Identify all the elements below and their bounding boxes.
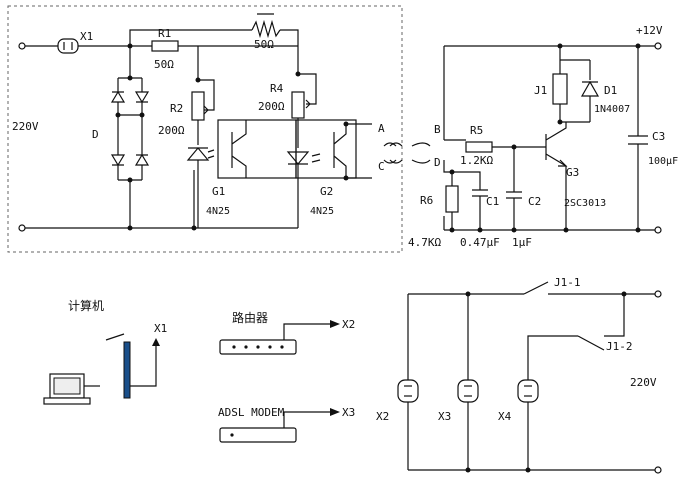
label-r2-value: 200Ω bbox=[158, 124, 185, 137]
label-c1: C1 bbox=[486, 195, 499, 208]
label-220v-left: 220V bbox=[12, 120, 39, 133]
label-x1-bottom: X1 bbox=[154, 322, 167, 335]
label-r5-value: 1.2KΩ bbox=[460, 154, 493, 167]
optocoupler-g1 bbox=[217, 119, 297, 179]
label-c: C bbox=[378, 160, 385, 173]
fuse-x1 bbox=[57, 38, 79, 54]
label-x2: X2 bbox=[376, 410, 389, 423]
label-g1-part: 4N25 bbox=[206, 206, 230, 217]
bridge-rectifier-d bbox=[110, 46, 150, 228]
adsl-modem-icon bbox=[219, 408, 340, 443]
label-r2: R2 bbox=[170, 102, 183, 115]
resistor-top-50ohm bbox=[251, 13, 281, 39]
label-j1: J1 bbox=[534, 84, 547, 97]
label-g1: G1 bbox=[212, 185, 225, 198]
potentiometer-r2 bbox=[191, 91, 205, 121]
diode-d1 bbox=[580, 80, 600, 97]
router-icon bbox=[219, 320, 340, 355]
label-x1: X1 bbox=[80, 30, 93, 43]
resistor-r5 bbox=[465, 141, 493, 153]
socket-x3 bbox=[457, 379, 479, 403]
label-r6: R6 bbox=[420, 194, 433, 207]
label-x2-out: X2 bbox=[342, 318, 355, 331]
label-d: D bbox=[92, 128, 99, 141]
computer-icon bbox=[43, 373, 100, 405]
relay-coil-j1 bbox=[552, 73, 568, 105]
label-x3: X3 bbox=[438, 410, 451, 423]
label-router: 路由器 bbox=[232, 310, 268, 325]
isolation-box bbox=[7, 5, 403, 253]
label-g2-part: 4N25 bbox=[310, 206, 334, 217]
socket-x4 bbox=[517, 379, 539, 403]
label-computer: 计算机 bbox=[68, 298, 104, 313]
label-adsl: ADSL MODEM bbox=[218, 406, 285, 419]
label-r1: R1 bbox=[158, 27, 171, 40]
label-g2: G2 bbox=[320, 185, 333, 198]
optocoupler-g2 bbox=[295, 119, 357, 179]
label-r4: R4 bbox=[270, 82, 284, 95]
label-d1: D1 bbox=[604, 84, 617, 97]
label-c3-value: 100μF bbox=[648, 156, 678, 167]
label-c2: C2 bbox=[528, 195, 541, 208]
label-r5: R5 bbox=[470, 124, 483, 137]
label-b: B bbox=[434, 123, 441, 136]
input-terminal-top bbox=[18, 42, 26, 50]
label-dd: D bbox=[434, 156, 441, 169]
label-a: A bbox=[378, 122, 385, 135]
label-vcc: +12V bbox=[636, 24, 663, 37]
label-r6-value: 4.7KΩ bbox=[408, 236, 441, 249]
socket-x2 bbox=[397, 379, 419, 403]
label-d1-part: 1N4007 bbox=[594, 104, 630, 115]
label-x4: X4 bbox=[498, 410, 512, 423]
label-220v-right: 220V bbox=[630, 376, 657, 389]
transistor-g3 bbox=[545, 122, 568, 230]
label-r1-value: 50Ω bbox=[154, 58, 174, 71]
label-x3-out: X3 bbox=[342, 406, 355, 419]
label-j1-2: J1-2 bbox=[606, 340, 633, 353]
label-top-res-value: 50Ω bbox=[254, 38, 274, 51]
resistor-r1 bbox=[151, 40, 179, 52]
label-c2-value: 1μF bbox=[512, 236, 532, 249]
label-r4-value: 200Ω bbox=[258, 100, 285, 113]
potentiometer-r4 bbox=[291, 91, 305, 119]
resistor-r6 bbox=[445, 185, 459, 213]
input-terminal-bottom bbox=[18, 224, 26, 232]
label-c3: C3 bbox=[652, 130, 665, 143]
label-j1-1: J1-1 bbox=[554, 276, 581, 289]
label-g3-part: 2SC3013 bbox=[564, 198, 606, 209]
label-c1-value: 0.47μF bbox=[460, 236, 500, 249]
power-strip-x1 bbox=[105, 333, 160, 399]
label-g3: G3 bbox=[566, 166, 579, 179]
